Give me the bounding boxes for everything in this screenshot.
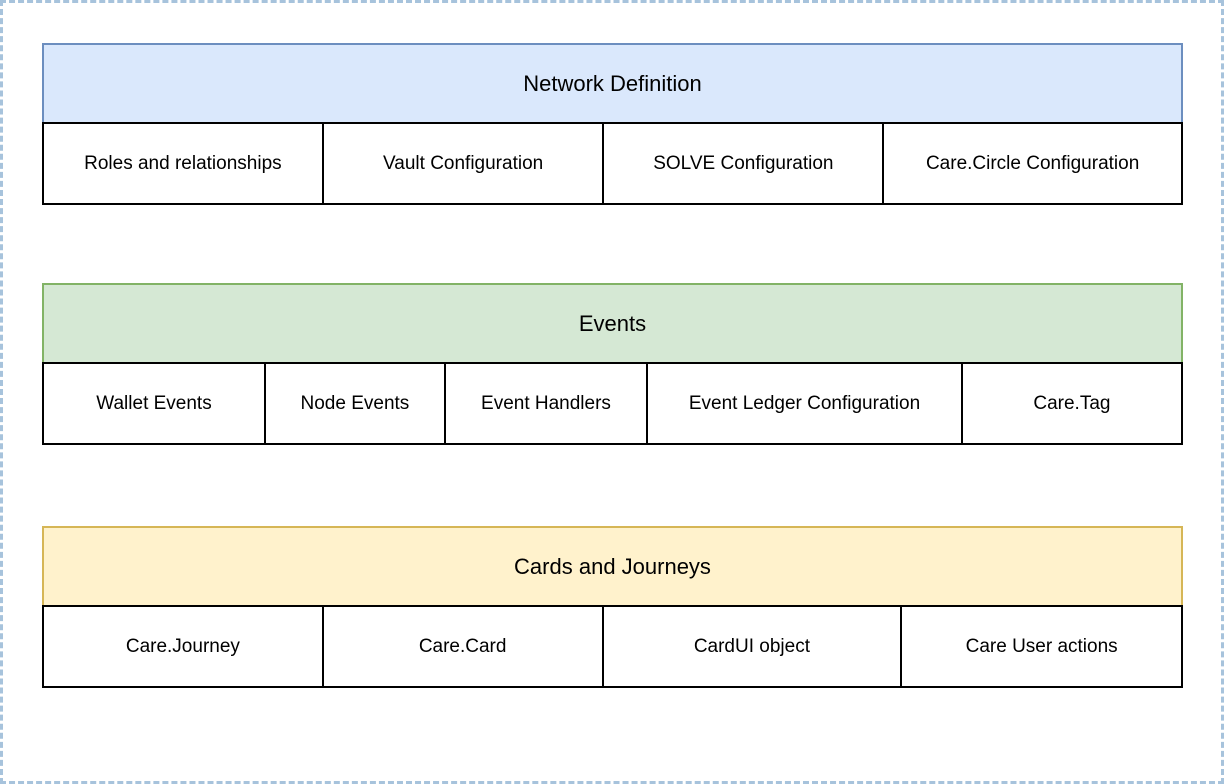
section-title: Events [578,310,647,336]
cell-vault-configuration: Vault Configuration [324,124,605,203]
cell-cardui-object: CardUI object [604,607,903,686]
cell-care-tag: Care.Tag [963,364,1181,443]
cell-event-ledger-configuration: Event Ledger Configuration [648,364,963,443]
cards-and-journeys-header: Cards and Journeys [42,526,1183,605]
cell-care-user-actions: Care User actions [902,607,1181,686]
section-network-definition: Network Definition Roles and relationshi… [42,43,1183,205]
cell-label: Care.Circle Configuration [925,152,1140,174]
cell-label: Care User actions [965,635,1118,657]
cell-label: Node Events [300,392,410,414]
cell-wallet-events: Wallet Events [44,364,266,443]
cell-label: Event Ledger Configuration [688,392,921,414]
cell-label: Vault Configuration [383,152,544,174]
cell-roles-and-relationships: Roles and relationships [44,124,324,203]
network-definition-cells: Roles and relationships Vault Configurat… [42,122,1183,205]
events-header: Events [42,283,1183,362]
cell-care-circle-configuration: Care.Circle Configuration [884,124,1181,203]
cell-care-card: Care.Card [324,607,604,686]
cell-node-events: Node Events [266,364,446,443]
cell-label: Care.Journey [125,635,240,657]
cell-care-journey: Care.Journey [44,607,324,686]
cell-solve-configuration: SOLVE Configuration [604,124,885,203]
events-cells: Wallet Events Node Events Event Handlers… [42,362,1183,445]
cards-and-journeys-cells: Care.Journey Care.Card CardUI object Car… [42,605,1183,688]
section-title: Cards and Journeys [514,553,711,579]
cell-label: Roles and relationships [84,152,282,174]
cell-event-handlers: Event Handlers [446,364,649,443]
cell-label: Event Handlers [481,392,611,414]
cell-label: SOLVE Configuration [653,152,834,174]
cell-label: Care.Tag [1033,392,1111,414]
cell-label: Wallet Events [96,392,212,414]
cell-label: CardUI object [693,635,810,657]
section-title: Network Definition [523,70,702,96]
section-events: Events Wallet Events Node Events Event H… [42,283,1183,445]
section-cards-and-journeys: Cards and Journeys Care.Journey Care.Car… [42,526,1183,688]
network-definition-header: Network Definition [42,43,1183,122]
cell-label: Care.Card [418,635,507,657]
